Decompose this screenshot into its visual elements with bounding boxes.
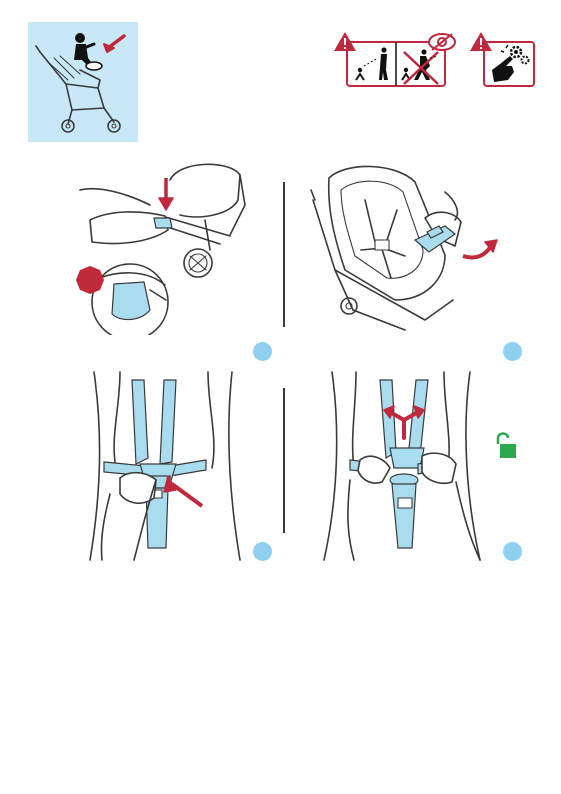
separator-bottom: [283, 388, 285, 533]
step3-harness-press-illustration: [80, 368, 280, 563]
step2-number-dot: [503, 342, 522, 361]
stop-octagon-icon: [76, 266, 104, 294]
step4-number-dot: [503, 542, 522, 561]
warning-mechanism-hand: [470, 30, 538, 92]
step2-bumper-bar-illustration: [305, 160, 505, 340]
separator-top: [283, 182, 285, 327]
header-child-stroller-panel: [28, 22, 138, 142]
open-padlock-icon: [498, 434, 516, 459]
step4-harness-unbuckle-illustration: [320, 368, 520, 563]
mechanism-hand-warning-icon: [470, 30, 538, 92]
child-leaving-stroller-icon: [28, 22, 138, 142]
keep-child-in-sight-warning-icon: [334, 30, 460, 92]
step3-number-dot: [253, 542, 272, 561]
step1-number-dot: [253, 342, 272, 361]
warning-keep-child-in-sight: [334, 30, 460, 92]
step1-brake-illustration: [70, 160, 275, 335]
